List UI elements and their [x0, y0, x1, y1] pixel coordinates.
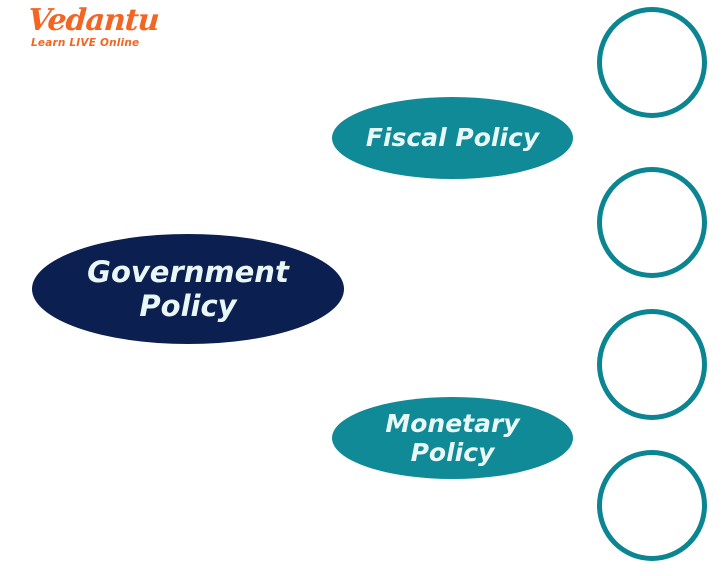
blank-circle-2[interactable]	[597, 167, 707, 278]
vedantu-logo: Vedantu Learn LIVE Online	[26, 3, 160, 54]
node-fiscal-policy-label: Fiscal Policy	[365, 123, 540, 153]
blank-circle-3[interactable]	[597, 309, 707, 420]
node-government-policy[interactable]: Government Policy	[32, 234, 344, 344]
logo-wordmark: Vedantu	[26, 3, 160, 38]
node-fiscal-policy[interactable]: Fiscal Policy	[332, 97, 573, 179]
logo-tagline: Learn LIVE Online	[31, 37, 140, 49]
blank-circle-1[interactable]	[597, 7, 707, 118]
node-monetary-policy[interactable]: Monetary Policy	[332, 397, 573, 479]
node-government-policy-label: Government Policy	[87, 254, 289, 323]
node-monetary-policy-label: Monetary Policy	[385, 408, 520, 468]
blank-circle-4[interactable]	[597, 450, 707, 561]
